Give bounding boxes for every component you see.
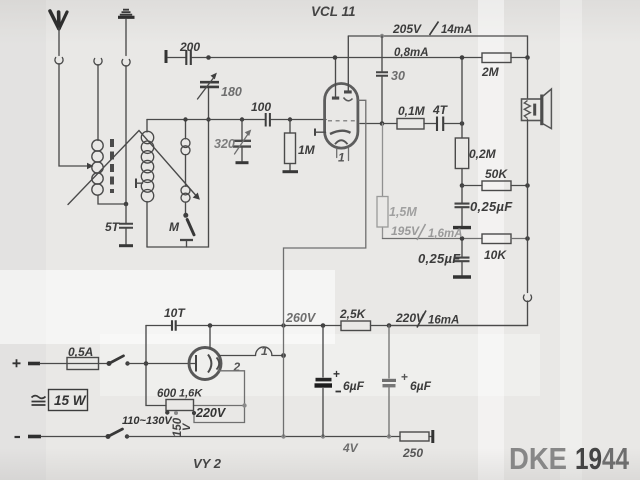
svg-text:6µF: 6µF [343, 379, 365, 393]
svg-text:2M: 2M [481, 65, 500, 79]
svg-text:2,5K: 2,5K [339, 307, 367, 321]
svg-text:V: V [181, 422, 193, 431]
svg-text:195V: 195V [391, 224, 420, 238]
svg-text:0,8mA: 0,8mA [394, 47, 429, 59]
svg-text:VY 2: VY 2 [193, 456, 222, 471]
svg-text:1,5M: 1,5M [389, 205, 417, 219]
svg-text:1: 1 [338, 151, 345, 165]
svg-text:2: 2 [233, 360, 241, 374]
svg-text:200: 200 [179, 40, 200, 54]
svg-text:DKE: DKE [509, 441, 567, 476]
svg-text:0,5A: 0,5A [68, 345, 93, 359]
svg-text:150: 150 [172, 417, 184, 437]
svg-text:M: M [169, 220, 180, 234]
svg-text:110~130V: 110~130V [122, 415, 173, 427]
svg-text:1M: 1M [298, 143, 316, 157]
svg-text:1,6K: 1,6K [179, 388, 203, 400]
svg-text:0,25µF: 0,25µF [470, 199, 513, 214]
svg-text:6µF: 6µF [410, 379, 432, 393]
svg-text:320: 320 [214, 137, 235, 151]
svg-text:16mA: 16mA [428, 315, 459, 327]
svg-text:260V: 260V [285, 311, 317, 325]
svg-text:1,6mA: 1,6mA [428, 228, 463, 240]
svg-text:250: 250 [402, 446, 423, 460]
svg-text:600: 600 [157, 388, 177, 400]
svg-text:220V: 220V [195, 406, 227, 420]
svg-text:220V: 220V [395, 311, 425, 325]
svg-text:14mA: 14mA [441, 24, 472, 36]
svg-text:+: + [333, 367, 340, 381]
svg-text:205V: 205V [392, 22, 422, 36]
svg-text:+: + [401, 370, 408, 384]
svg-text:10K: 10K [484, 248, 507, 262]
svg-text:1: 1 [261, 344, 268, 358]
svg-text:0,1M: 0,1M [398, 104, 426, 118]
svg-text:100: 100 [251, 100, 271, 114]
svg-text:VCL 11: VCL 11 [311, 4, 356, 19]
svg-text:0,2M: 0,2M [469, 147, 497, 161]
svg-text:1944: 1944 [575, 441, 630, 476]
svg-text:0,25µF: 0,25µF [418, 251, 461, 266]
svg-text:15 W: 15 W [54, 393, 87, 408]
svg-text:4V: 4V [342, 441, 359, 455]
svg-text:180: 180 [221, 85, 242, 99]
svg-text:4T: 4T [432, 103, 449, 117]
svg-text:5T: 5T [105, 220, 121, 234]
svg-text:30: 30 [391, 69, 405, 83]
svg-text:50K: 50K [485, 167, 508, 181]
svg-text:10T: 10T [164, 306, 186, 320]
